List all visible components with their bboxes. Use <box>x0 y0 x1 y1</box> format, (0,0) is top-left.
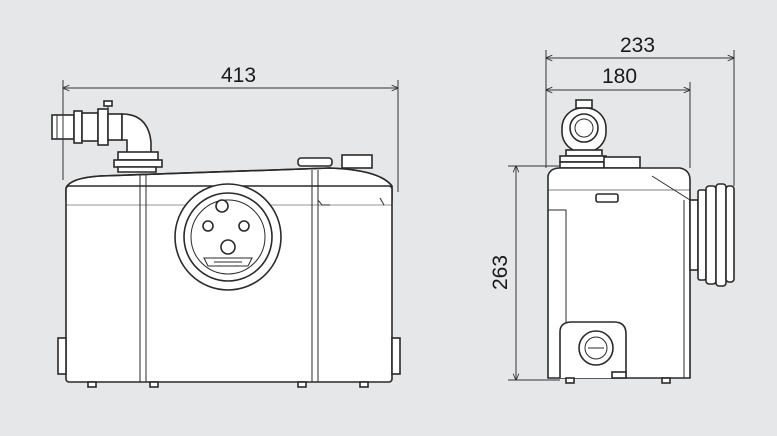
dim-line-263 <box>508 166 560 380</box>
side-bottom-port <box>559 321 627 379</box>
side-foot-left <box>565 377 575 384</box>
side-view <box>547 99 735 384</box>
side-handle <box>595 193 619 203</box>
dim-label-front-width: 413 <box>221 64 257 87</box>
front-inlet-elbow <box>51 100 163 173</box>
dim-line-180 <box>546 82 690 168</box>
dim-line-413 <box>63 80 398 192</box>
front-top-vent <box>297 157 333 167</box>
side-rear-bellows <box>689 183 735 287</box>
front-left-lug <box>57 337 67 375</box>
side-foot-right <box>661 377 671 384</box>
dim-label-height: 263 <box>489 254 513 291</box>
front-right-lug <box>391 337 401 375</box>
dim-line-233 <box>546 50 734 186</box>
front-view <box>51 100 401 388</box>
dim-label-side-total: 233 <box>620 34 656 57</box>
front-round-inlet <box>174 183 282 291</box>
dim-label-side-body: 180 <box>602 65 638 88</box>
front-feet <box>87 381 369 388</box>
front-top-cap <box>341 154 373 169</box>
